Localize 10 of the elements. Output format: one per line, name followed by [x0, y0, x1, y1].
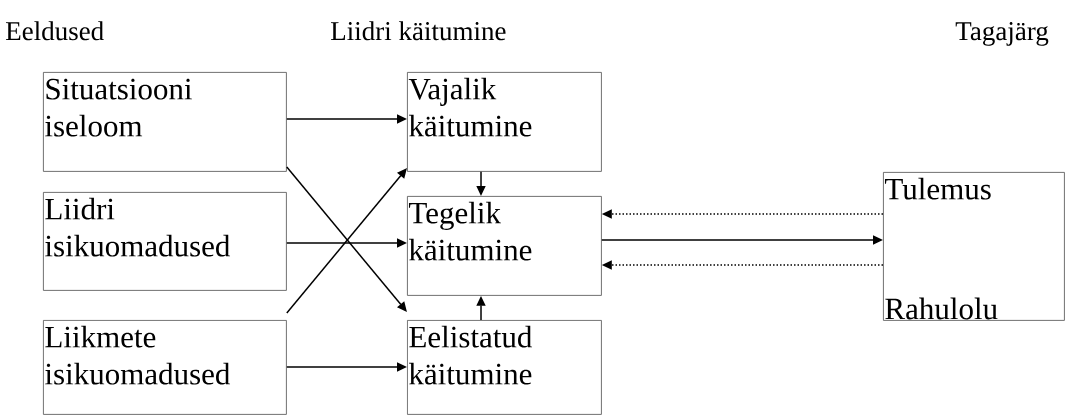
text-box: Situatsiooni iseloom [43, 72, 287, 172]
column-heading: Tagajärg [955, 22, 1049, 46]
text-box: Tegelik käitumine [407, 196, 602, 296]
text-box: Liikmete isikuomadused [43, 320, 287, 415]
text-box: Tulemus Rahulolu [883, 172, 1065, 321]
text-box: Liidri isikuomadused [43, 192, 287, 291]
text-box: Eelistatud käitumine [407, 320, 602, 415]
text-box: Vajalik käitumine [407, 72, 602, 172]
column-heading: Liidri käitumine [331, 21, 506, 41]
column-heading: Eeldused [6, 21, 104, 41]
